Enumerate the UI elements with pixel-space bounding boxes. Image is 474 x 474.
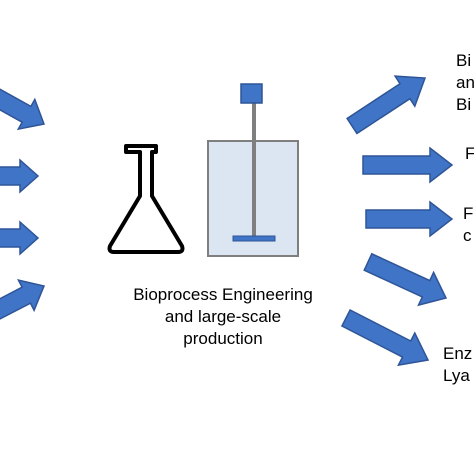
output-label-1: Bi an Bi [456, 50, 474, 116]
input-arrow-1 [0, 88, 46, 131]
impeller-blade [232, 235, 276, 242]
output-label-1-line-2: an [456, 73, 474, 92]
output-label-1-line-1: Bi [456, 51, 472, 70]
output-label-5: Enz Lya [443, 343, 472, 387]
caption-line-2: and large-scale [164, 307, 282, 326]
output-label-3: F c [463, 203, 473, 247]
input-arrows [0, 88, 46, 320]
motor-block [240, 83, 263, 104]
output-label-3-line-1: F [463, 204, 474, 223]
caption-line-1: Bioprocess Engineering [133, 285, 313, 304]
process-caption: Bioprocess Engineering and large-scale p… [96, 284, 350, 350]
output-label-2-line-1: F [465, 144, 474, 163]
output-label-5-line-1: Enz [443, 344, 473, 363]
output-arrow-4 [363, 252, 448, 307]
stirred-tank-bioreactor-icon [207, 83, 299, 257]
output-arrow-3 [365, 200, 454, 238]
caption-line-3: production [183, 329, 263, 348]
erlenmeyer-flask-icon [107, 144, 185, 254]
input-arrow-4 [0, 279, 46, 320]
output-arrow-2 [362, 146, 454, 184]
output-arrow-5 [340, 308, 430, 367]
output-label-2: F [465, 143, 474, 165]
input-arrow-2 [0, 158, 40, 194]
output-label-5-line-2: Lya [443, 366, 470, 385]
output-label-1-line-3: Bi [456, 95, 472, 114]
output-arrow-1 [346, 75, 427, 135]
input-arrow-3 [0, 220, 40, 256]
output-label-3-line-2: c [463, 226, 472, 245]
stirrer-shaft [252, 96, 256, 238]
output-arrows [340, 75, 454, 367]
